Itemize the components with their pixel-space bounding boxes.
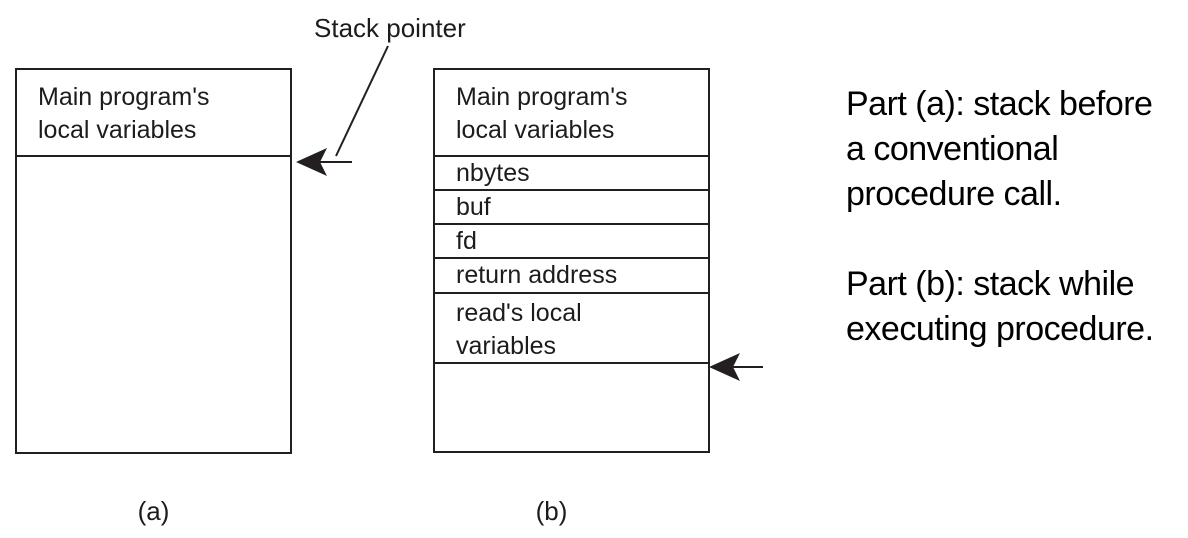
stack-b-row-buf-label: buf [456, 192, 491, 221]
stack-pointer-leader-line [335, 45, 389, 157]
stack-a-header-line1: Main program's [38, 83, 210, 111]
stack-b-row-read-locals: read's local variables [435, 294, 708, 364]
stack-b-header-cell: Main program's local variables [435, 70, 708, 157]
caption-a: (a) [137, 496, 170, 526]
stack-pointer-arrow-a-icon [296, 148, 327, 176]
stack-b-row-buf: buf [435, 191, 708, 225]
part-a-description-line2: a conventional [846, 130, 1059, 168]
stack-a-box: Main program's local variables [15, 68, 292, 454]
part-a-description-line3: procedure call. [846, 175, 1062, 213]
stack-b-row-nbytes: nbytes [435, 157, 708, 191]
stack-a-header-line2: local variables [38, 116, 197, 144]
stack-b-row-fd-label: fd [456, 226, 477, 255]
part-a-description: Part (a): stack before a conventional pr… [846, 82, 1188, 217]
stack-b-header-line2: local variables [456, 116, 615, 144]
stack-b-box: Main program's local variables nbytes bu… [433, 68, 710, 453]
stack-b-row-read-locals-line1: read's local [456, 299, 582, 327]
stack-b-header-line1: Main program's [456, 83, 628, 111]
stack-pointer-arrow-b-icon [709, 353, 740, 381]
part-b-description-line1: Part (b): stack while [846, 265, 1135, 303]
stack-a-free-space [17, 157, 290, 452]
stack-a-header-cell: Main program's local variables [17, 70, 290, 157]
stack-b-row-read-locals-line2: variables [456, 332, 557, 360]
stack-pointer-label: Stack pointer [314, 13, 466, 43]
stack-b-free-space [435, 364, 708, 451]
part-b-description-line2: executing procedure. [846, 310, 1154, 348]
part-a-description-line1: Part (a): stack before [846, 85, 1153, 123]
stack-b-row-return-address: return address [435, 259, 708, 294]
stack-b-row-fd: fd [435, 225, 708, 259]
figure-explanation: Part (a): stack before a conventional pr… [846, 82, 1188, 352]
caption-b: (b) [535, 496, 568, 526]
stack-b-row-return-address-label: return address [456, 261, 618, 289]
stack-b-row-nbytes-label: nbytes [456, 158, 530, 187]
part-b-description: Part (b): stack while executing procedur… [846, 262, 1188, 352]
